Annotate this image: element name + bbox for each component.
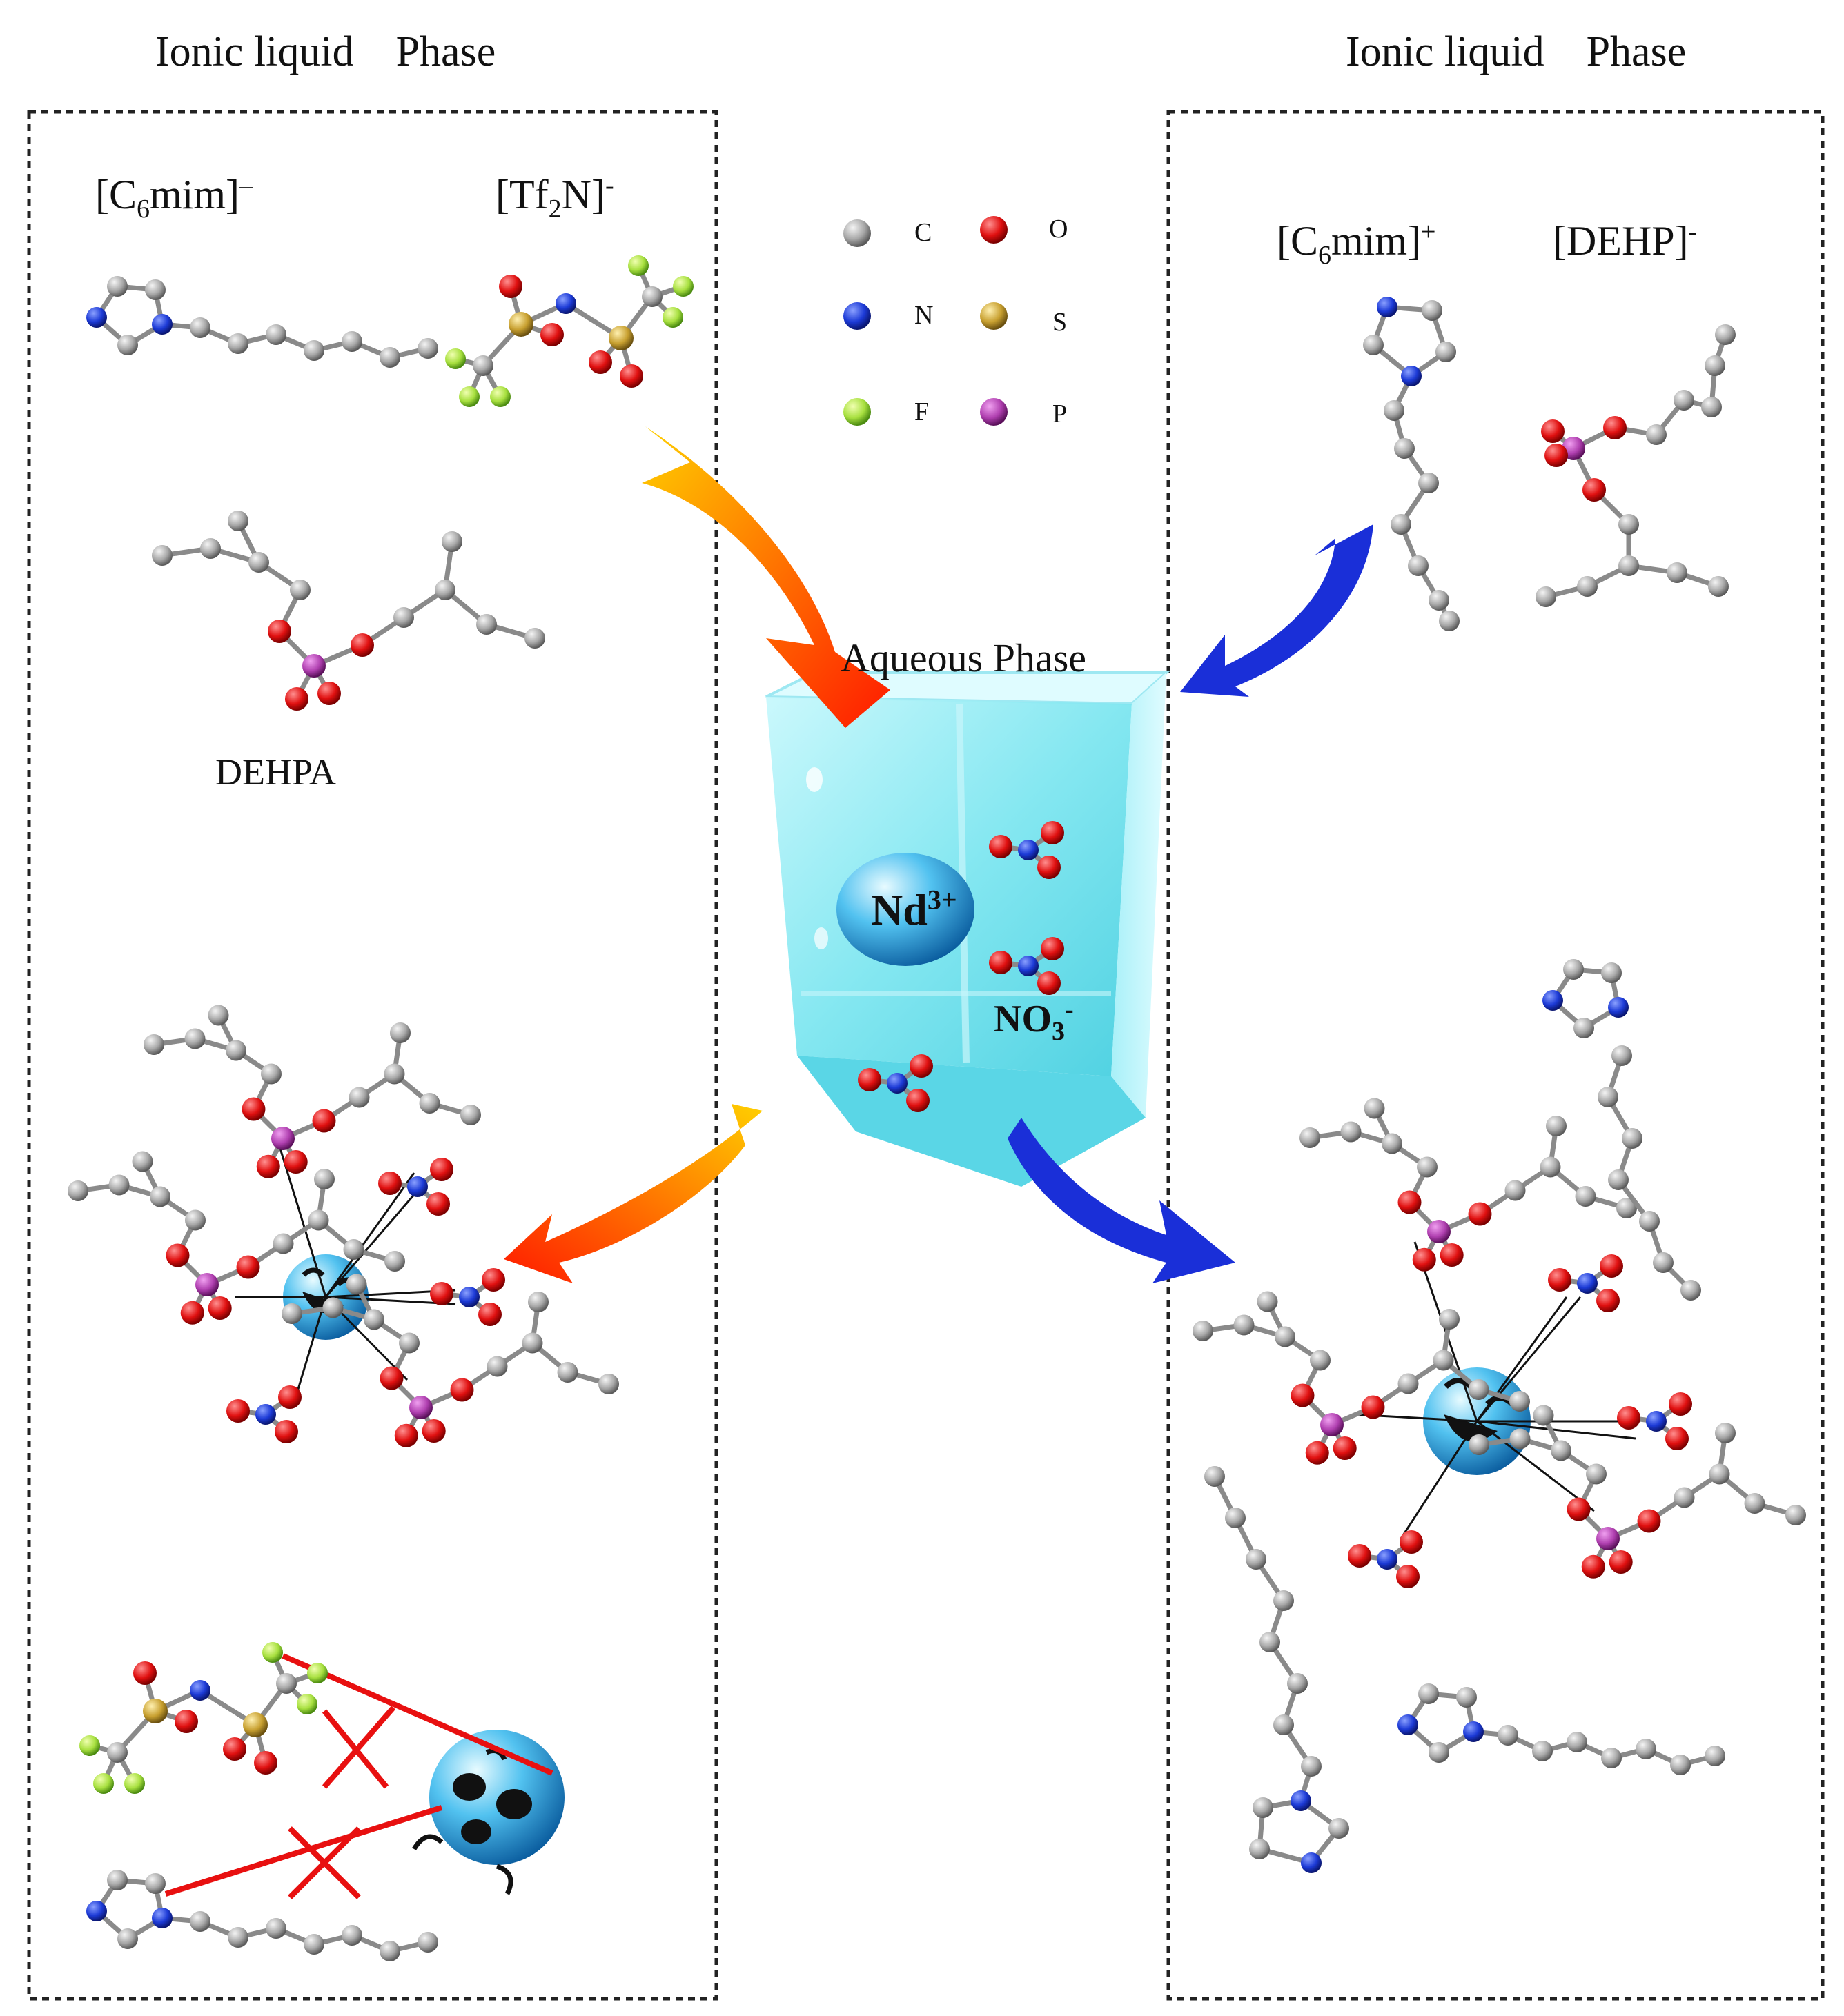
right-complex-cation-left xyxy=(1204,1466,1349,1873)
legend-label-f: F xyxy=(914,397,930,426)
right-complex-nitrate-1 xyxy=(1548,1254,1623,1312)
left-complex-ligand-bottom xyxy=(282,1274,619,1447)
nitrate-ion-3 xyxy=(858,1054,933,1112)
left-phase-title-b: Phase xyxy=(395,28,496,75)
arrow-aqueous-to-right xyxy=(1008,1118,1235,1283)
arrow-right-to-aqueous xyxy=(1180,524,1373,697)
legend-label-s: S xyxy=(1052,308,1068,337)
left-anion-label: [Tf2N]- xyxy=(496,171,614,224)
right-complex-ligand-left xyxy=(1193,1291,1530,1465)
right-cation-label: [C6mim]+ xyxy=(1277,217,1436,270)
left-cation-label: [C6mim]– xyxy=(95,171,253,224)
dehpa-label: DEHPA xyxy=(215,751,337,793)
legend-sulfur-atom xyxy=(980,302,1008,330)
right-phase-box xyxy=(1166,110,1825,2001)
legend-phosphorus-atom xyxy=(980,398,1008,426)
nitrate-ion-1 xyxy=(989,821,1064,879)
left-complex-ligand-left xyxy=(68,1151,405,1325)
arrow-left-to-aqueous xyxy=(642,426,890,728)
left-anion-molecule xyxy=(445,255,694,407)
aqueous-phase-title: Aqueous Phase xyxy=(841,635,1087,680)
blocked-crosses xyxy=(164,1653,553,1899)
right-complex-ligand-bottom xyxy=(1469,1405,1806,1579)
legend-fluorine-atom xyxy=(843,398,871,426)
excluded-cation xyxy=(86,1870,438,1961)
dehpa-molecule xyxy=(152,511,545,711)
nitrate-label: NO3- xyxy=(994,995,1074,1047)
right-complex-nitrate-3 xyxy=(1348,1530,1423,1588)
left-complex-nitrate-2 xyxy=(430,1268,505,1326)
legend-oxygen-atom xyxy=(980,216,1008,244)
nd-ion-ball xyxy=(836,853,974,966)
right-complex-cation-top-tail xyxy=(1598,1045,1701,1301)
left-phase-box xyxy=(27,110,718,2001)
legend-label-p: P xyxy=(1052,399,1068,428)
nitrate-ion-2 xyxy=(989,937,1064,995)
legend-label-n: N xyxy=(914,301,934,330)
right-complex-nitrate-2 xyxy=(1617,1392,1692,1450)
left-complex-nitrate-3 xyxy=(226,1385,302,1443)
excluded-anion xyxy=(79,1642,328,1794)
nd-ion-label: Nd3+ xyxy=(871,884,957,934)
legend-nitrogen-atom xyxy=(843,302,871,330)
right-phase-title: Ionic liquid Phase xyxy=(1346,28,1686,77)
molecule-layer xyxy=(68,255,1806,1961)
right-complex-ligand-top xyxy=(1299,1098,1637,1272)
right-anion-label: [DEHP]- xyxy=(1553,217,1698,264)
arrow-aqueous-to-left xyxy=(504,1104,763,1283)
left-complex-ligand-top xyxy=(144,1005,481,1178)
legend-label-c: C xyxy=(914,218,932,247)
right-cation-molecule xyxy=(1363,297,1460,631)
legend-label-o: O xyxy=(1049,215,1068,244)
legend-carbon-atom xyxy=(843,219,871,247)
right-complex-cation-bottom xyxy=(1397,1683,1725,1775)
right-phase-title-b: Phase xyxy=(1586,28,1687,75)
left-cation-molecule xyxy=(86,276,438,368)
right-complex-cation-top xyxy=(1542,959,1629,1038)
legend-atoms xyxy=(843,216,1008,426)
right-anion-molecule xyxy=(1536,324,1736,607)
left-complex-nitrate-1 xyxy=(378,1158,453,1216)
left-phase-title: Ionic liquid Phase xyxy=(155,28,496,77)
right-phase-title-a: Ionic liquid xyxy=(1346,28,1544,75)
left-phase-title-a: Ionic liquid xyxy=(155,28,354,75)
